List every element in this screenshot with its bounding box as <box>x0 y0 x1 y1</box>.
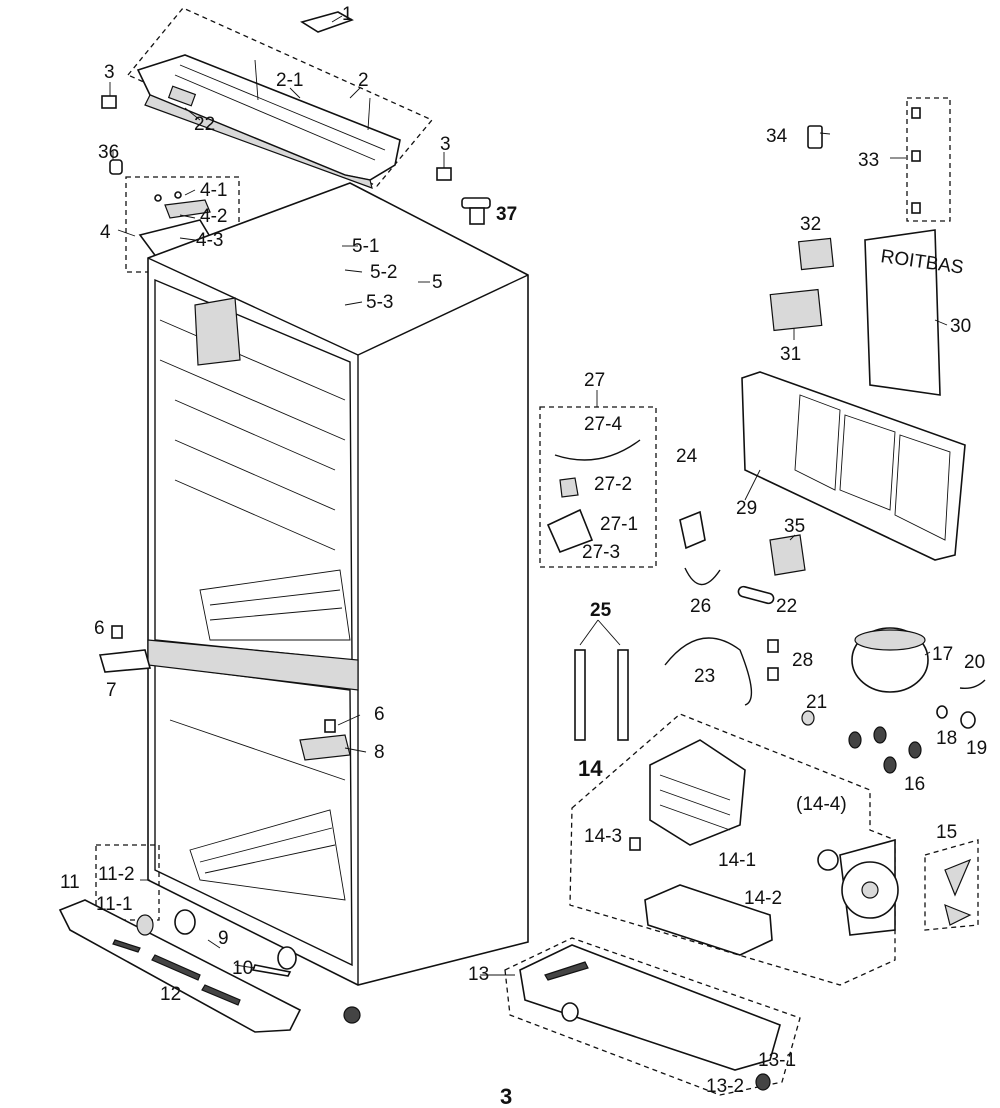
callout-9: 9 <box>218 928 229 949</box>
callout-14-4: (14-4) <box>796 794 847 815</box>
callout-14: 14 <box>578 756 603 781</box>
callout-31: 31 <box>780 344 801 365</box>
callout-29: 29 <box>736 498 757 519</box>
callout-11: 11 <box>60 872 80 893</box>
machine-room-group <box>574 510 986 774</box>
callout-37: 37 <box>496 204 517 225</box>
callout-6-right: 6 <box>374 704 385 725</box>
callout-26: 26 <box>690 596 711 617</box>
refrigerator-cabinet <box>98 182 529 986</box>
callout-14-1: 14-1 <box>718 850 756 871</box>
callout-5-1: 5-1 <box>352 236 379 257</box>
parts-27-group <box>539 406 657 568</box>
bottom-grille-group <box>58 844 361 1033</box>
callout-10: 10 <box>232 958 253 979</box>
callout-28: 28 <box>792 650 813 671</box>
evaporator-group <box>569 713 979 986</box>
callout-2: 2 <box>358 70 369 91</box>
callout-21: 21 <box>806 692 827 713</box>
leader-lines <box>109 15 948 976</box>
callout-8: 8 <box>374 742 385 763</box>
callout-27: 27 <box>584 370 605 391</box>
callout-14-2: 14-2 <box>744 888 782 909</box>
callout-5-2: 5-2 <box>370 262 397 283</box>
callout-4-1: 4-1 <box>200 180 227 201</box>
top-cover-group <box>101 7 452 189</box>
callout-11-2: 11-2 <box>98 864 135 885</box>
callout-27-1: 27-1 <box>600 514 638 535</box>
callout-27-2: 27-2 <box>594 474 632 495</box>
callout-6-left: 6 <box>94 618 105 639</box>
callout-1: 1 <box>342 4 353 25</box>
callout-23: 23 <box>694 666 715 687</box>
callout-15: 15 <box>936 822 957 843</box>
callout-30: 30 <box>950 316 971 337</box>
callout-5-3: 5-3 <box>366 292 393 313</box>
callout-19: 19 <box>966 738 987 759</box>
callout-12: 12 <box>160 984 181 1005</box>
callout-17: 17 <box>932 644 953 665</box>
callout-4-3: 4-3 <box>196 230 223 251</box>
callout-14-3: 14-3 <box>584 826 622 847</box>
callout-27-3: 27-3 <box>582 542 620 563</box>
callout-16: 16 <box>904 774 925 795</box>
callout-3-right: 3 <box>440 134 451 155</box>
callout-18: 18 <box>936 728 957 749</box>
callout-32: 32 <box>800 214 821 235</box>
callout-11-1: 11-1 <box>96 894 133 915</box>
callout-22-top: 22 <box>194 114 215 135</box>
callout-34: 34 <box>766 126 788 147</box>
callout-3-left: 3 <box>104 62 115 83</box>
callout-25: 25 <box>590 600 612 621</box>
callout-27-4: 27-4 <box>584 414 622 435</box>
callout-4-2: 4-2 <box>200 206 227 227</box>
base-plate-group <box>504 937 801 1096</box>
callout-22-mid: 22 <box>776 596 797 617</box>
callout-35: 35 <box>784 516 805 537</box>
control-boards-group: ROITBAS <box>769 97 965 396</box>
page-number: 3 <box>500 1084 512 1108</box>
callout-4: 4 <box>100 222 111 243</box>
callout-24: 24 <box>676 446 698 467</box>
callout-13-2: 13-2 <box>706 1076 744 1097</box>
callout-7: 7 <box>106 680 117 701</box>
callout-5: 5 <box>432 272 443 293</box>
callout-2-1: 2-1 <box>276 70 303 91</box>
callout-36: 36 <box>98 142 119 163</box>
callout-labels: 1 2 2-1 22 3 3 36 37 4 4-1 4-2 4-3 5 5-1… <box>60 4 987 1097</box>
callout-20: 20 <box>964 652 985 673</box>
callout-33: 33 <box>858 150 879 171</box>
rear-cover-group <box>741 371 966 561</box>
callout-13: 13 <box>468 964 489 985</box>
callout-13-1: 13-1 <box>758 1050 796 1071</box>
